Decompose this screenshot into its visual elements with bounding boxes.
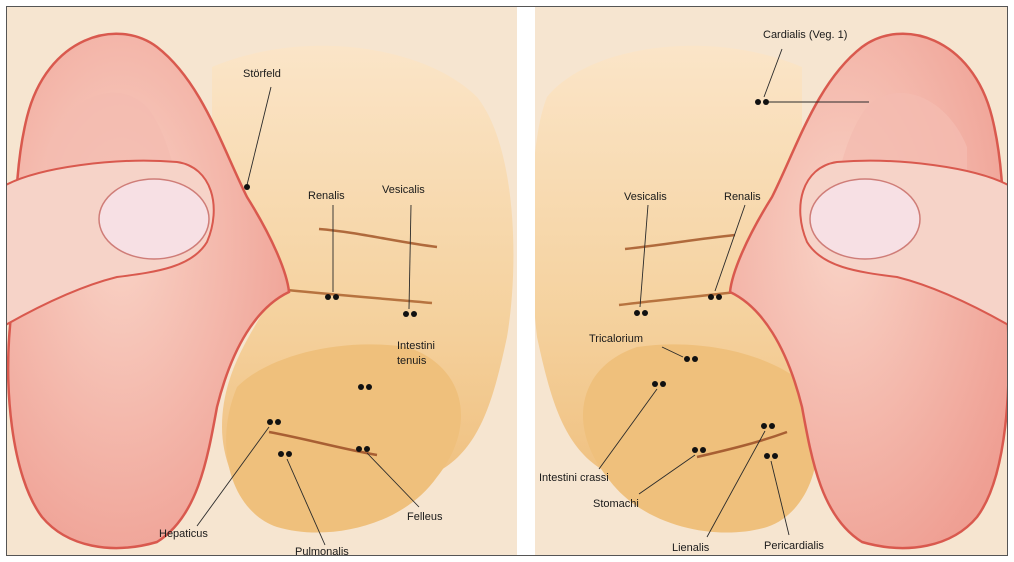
label-vesicalis-left: Vesicalis	[382, 184, 425, 196]
point-renalis-left-b	[333, 294, 339, 300]
point-hepaticus-a	[267, 419, 273, 425]
point-pericardialis-a	[764, 453, 770, 459]
point-cardialis-a	[755, 99, 761, 105]
point-tricalorium-a	[684, 356, 690, 362]
point-renalis-right-a	[708, 294, 714, 300]
label-renalis-right: Renalis	[724, 191, 761, 203]
label-pulmonalis: Pulmonalis	[295, 546, 349, 555]
point-cardialis-b	[763, 99, 769, 105]
point-storfeld	[244, 184, 250, 190]
left-fingernail	[99, 179, 209, 259]
point-pulmonalis-b	[286, 451, 292, 457]
point-intestini-tenuis-a	[358, 384, 364, 390]
label-hepaticus: Hepaticus	[159, 528, 208, 540]
right-fingernail	[810, 179, 920, 259]
label-tricalorium: Tricalorium	[589, 333, 643, 345]
point-stomachi-b	[700, 447, 706, 453]
point-intestini-crassi-b	[660, 381, 666, 387]
label-pericardialis: Pericardialis	[764, 540, 824, 552]
label-intestini-tenuis-line1: Intestini	[397, 340, 435, 352]
point-pulmonalis-a	[278, 451, 284, 457]
panel-divider	[517, 7, 535, 555]
label-storfeld: Störfeld	[243, 68, 281, 80]
label-stomachi: Stomachi	[593, 498, 639, 510]
point-vesicalis-right-b	[642, 310, 648, 316]
point-tricalorium-b	[692, 356, 698, 362]
label-intestini-tenuis-line2: tenuis	[397, 355, 427, 367]
point-vesicalis-right-a	[634, 310, 640, 316]
point-stomachi-a	[692, 447, 698, 453]
point-intestini-tenuis-b	[366, 384, 372, 390]
ear-illustration-figure: Störfeld Renalis Vesicalis Intestini ten…	[6, 6, 1008, 556]
ear-illustration: Störfeld Renalis Vesicalis Intestini ten…	[7, 7, 1007, 555]
label-intestini-crassi: Intestini crassi	[539, 472, 609, 484]
point-vesicalis-left-a	[403, 311, 409, 317]
label-vesicalis-right: Vesicalis	[624, 191, 667, 203]
label-lienalis: Lienalis	[672, 542, 710, 554]
point-intestini-crassi-a	[652, 381, 658, 387]
label-renalis-left: Renalis	[308, 190, 345, 202]
point-lienalis-b	[769, 423, 775, 429]
point-felleus-a	[356, 446, 362, 452]
left-panel	[7, 7, 517, 555]
point-hepaticus-b	[275, 419, 281, 425]
label-felleus: Felleus	[407, 511, 443, 523]
point-renalis-left-a	[325, 294, 331, 300]
point-lienalis-a	[761, 423, 767, 429]
point-vesicalis-left-b	[411, 311, 417, 317]
point-renalis-right-b	[716, 294, 722, 300]
label-cardialis: Cardialis (Veg. 1)	[763, 29, 847, 41]
point-pericardialis-b	[772, 453, 778, 459]
point-felleus-b	[364, 446, 370, 452]
